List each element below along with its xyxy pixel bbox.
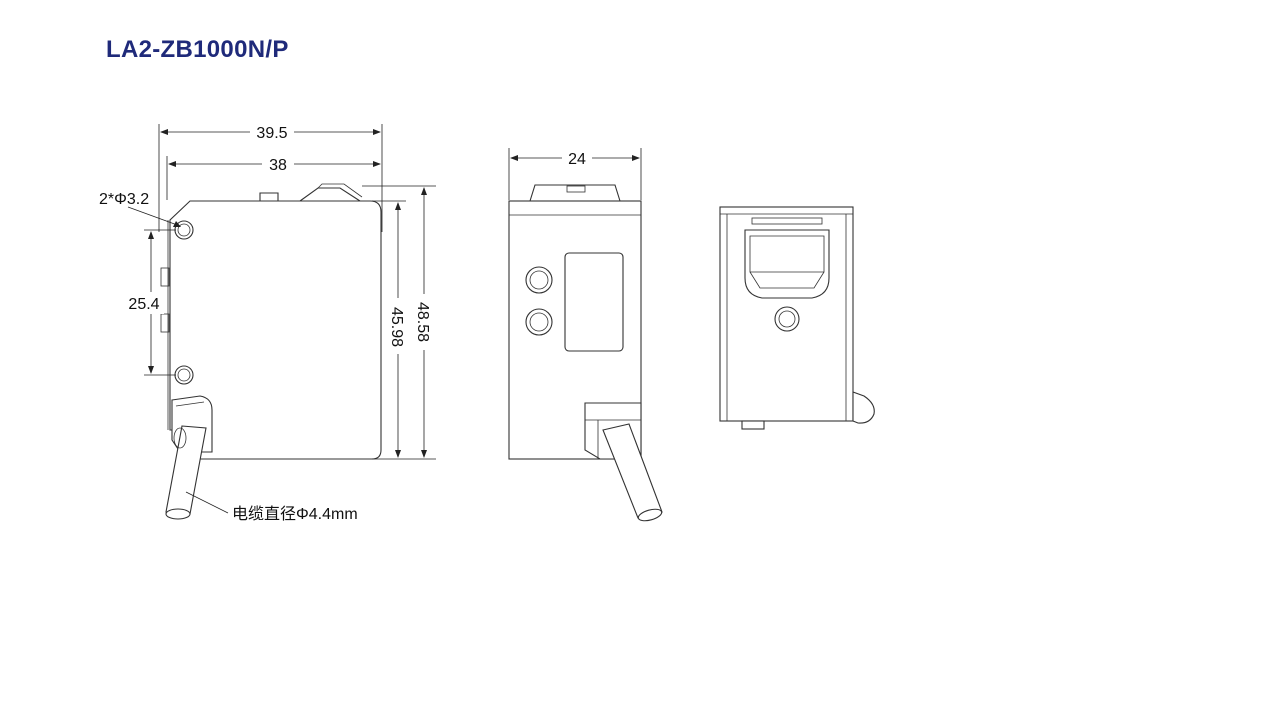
dim-body-height: 45.98: [388, 307, 405, 347]
front-cable-end: [165, 508, 191, 520]
front-side-notch-upper: [160, 267, 170, 287]
dim-overall-height: 48.58: [414, 302, 431, 342]
back-cable-stub: [852, 391, 875, 424]
cable-diameter-note: 电缆直径Φ4.4mm: [232, 505, 358, 523]
side-view: [508, 184, 663, 522]
front-view: [160, 183, 382, 520]
page-title: LA2-ZB1000N/P: [106, 36, 289, 63]
front-top-tab: [259, 192, 279, 201]
dim-hole-pitch: 25.4: [128, 296, 159, 313]
side-cable: [602, 423, 663, 519]
dim-overall-width: 39.5: [256, 125, 287, 142]
back-bottom-tab: [741, 420, 765, 430]
front-top-lever: [298, 187, 362, 202]
back-view: [719, 206, 875, 430]
side-top-cap: [529, 184, 621, 202]
back-lens-window: [744, 229, 830, 299]
dim-hole-spec: 2*Φ3.2: [99, 191, 149, 208]
front-dimensions: 39.5 38 2*Φ3.2 25.4 45.98 48.5: [99, 122, 436, 523]
back-indicator: [774, 306, 800, 332]
side-display-window: [564, 252, 624, 352]
dim-side-width: 24: [568, 151, 586, 168]
dim-body-width: 38: [269, 157, 287, 174]
front-side-notch-lower: [160, 313, 170, 333]
side-dimensions: 24: [508, 148, 642, 200]
